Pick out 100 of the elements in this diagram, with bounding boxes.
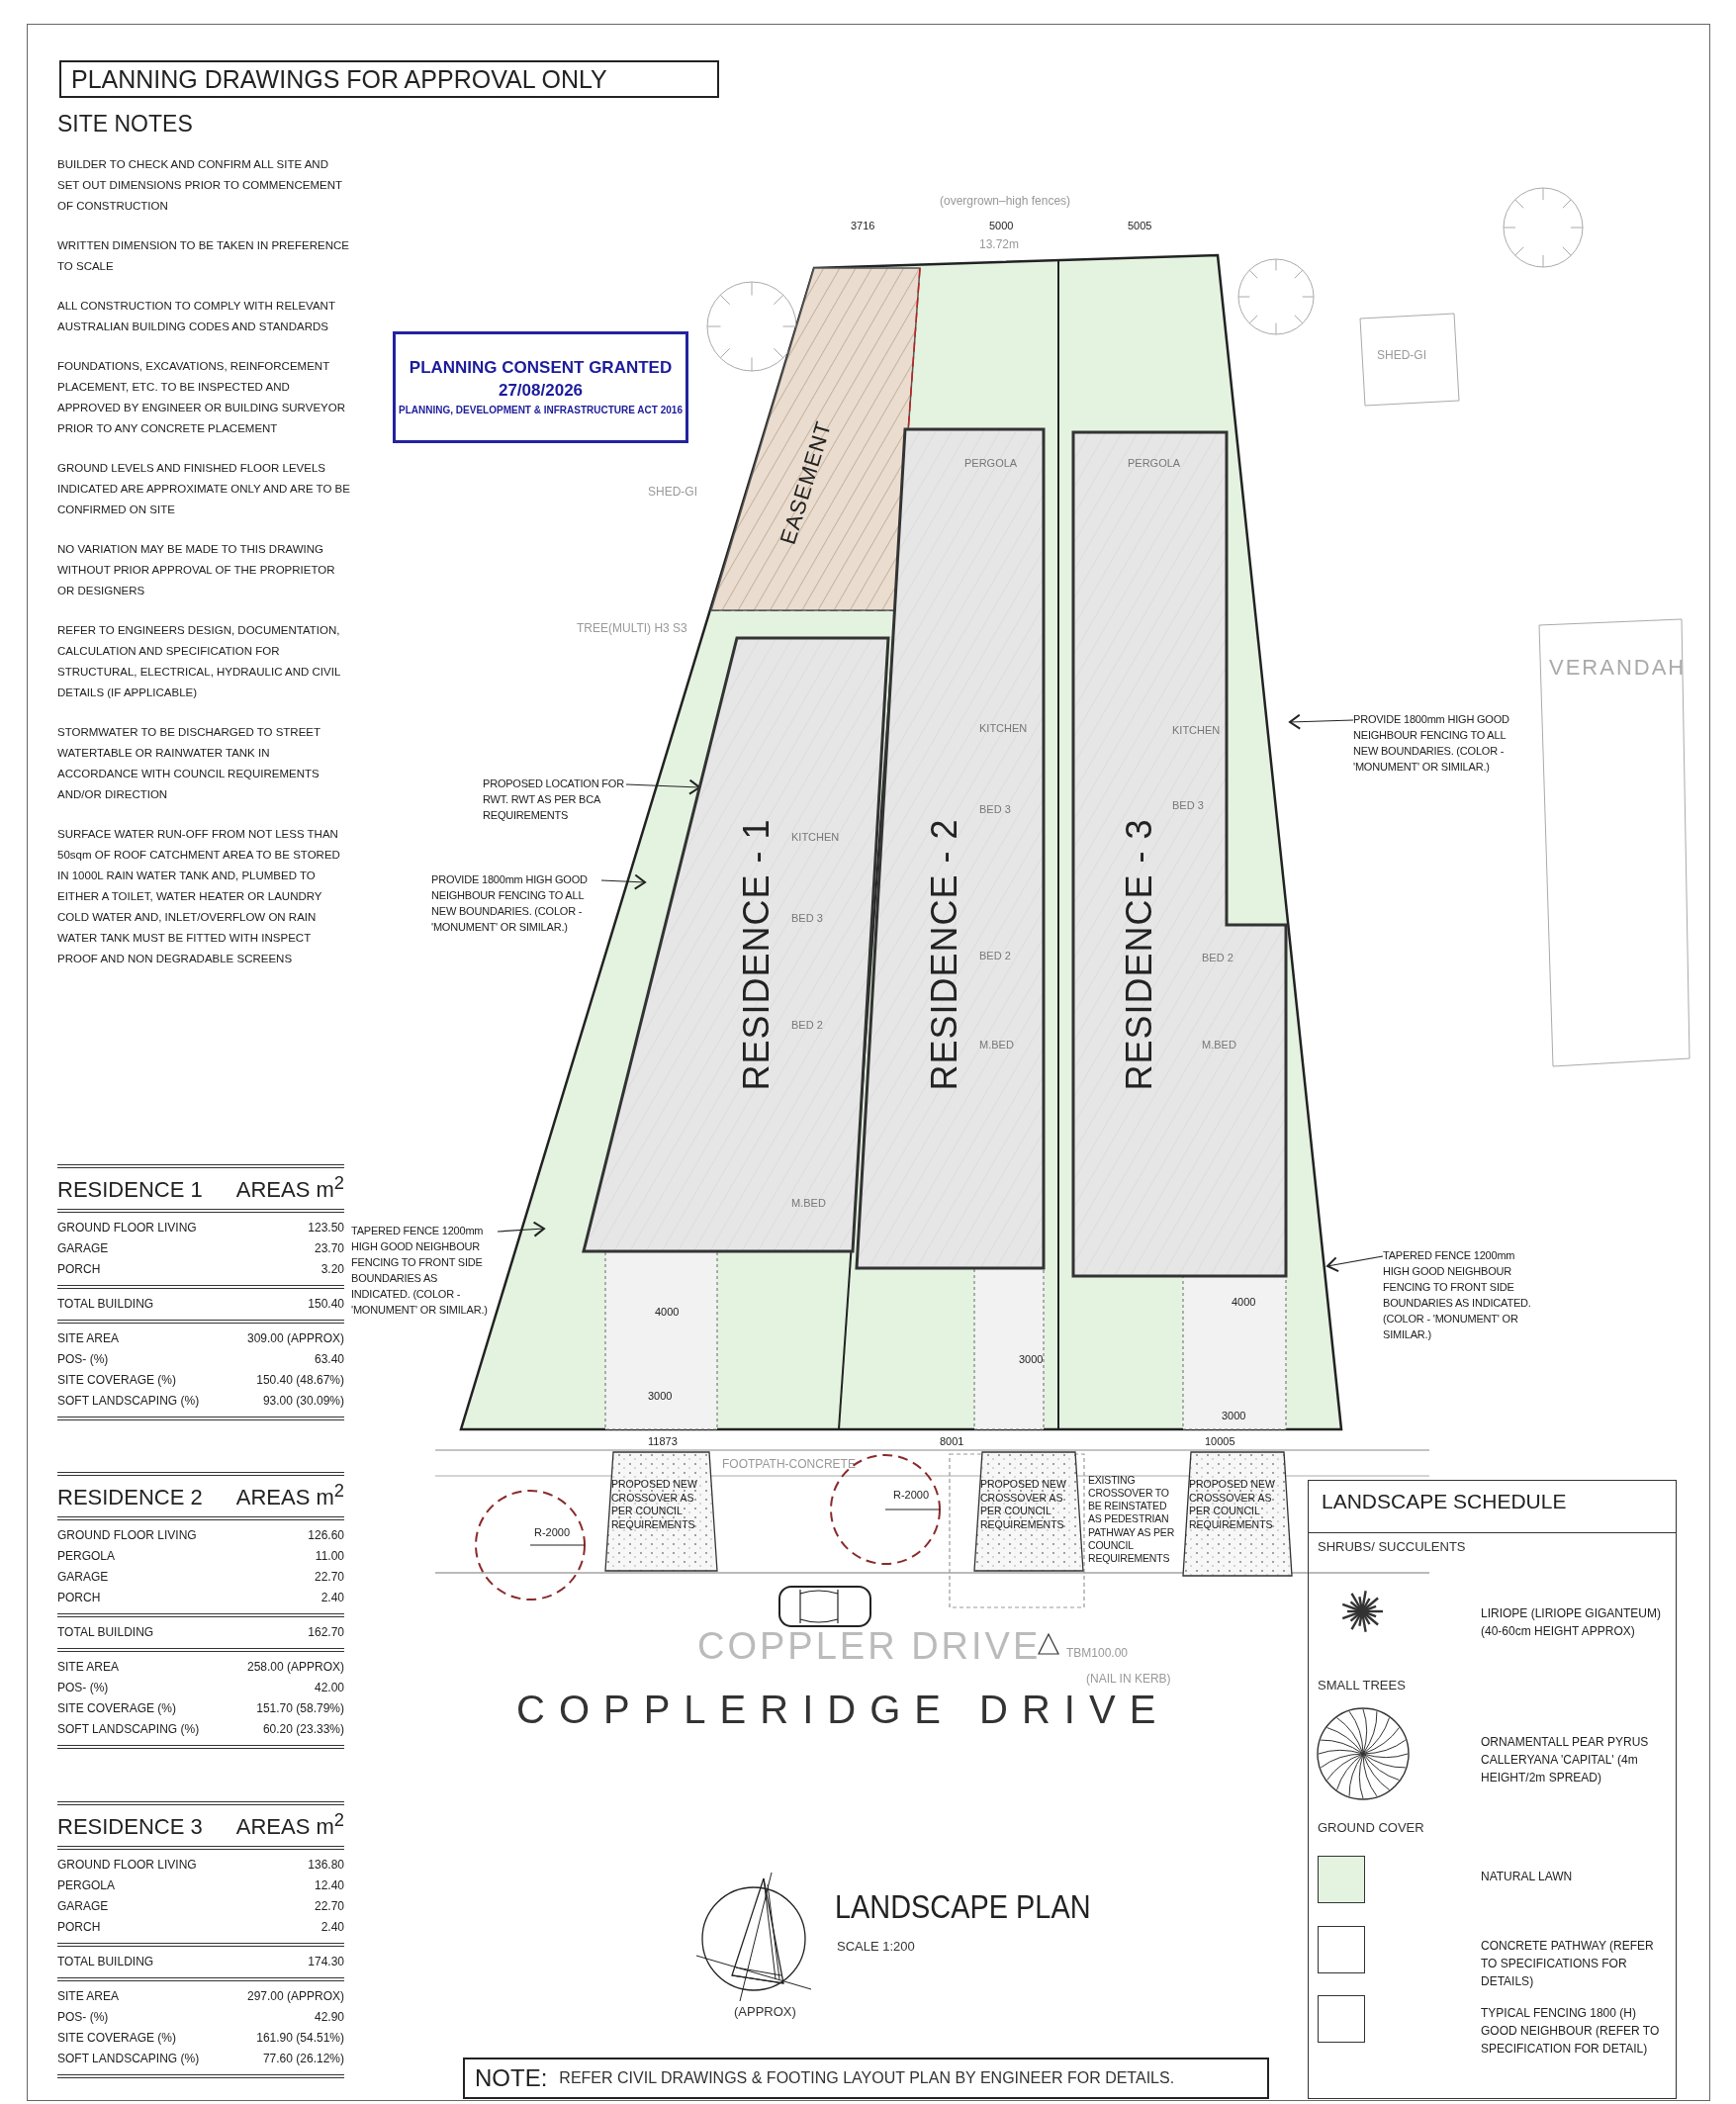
plan-annotation: TBM100.00 — [1066, 1646, 1129, 1660]
stamp-text: 27/08/2026 — [498, 382, 584, 401]
area-name: PERGOLA — [57, 1548, 116, 1566]
room-label: BED 2 — [791, 1019, 823, 1031]
area-name: SITE AREA — [57, 1659, 120, 1677]
room-label: BED 3 — [979, 803, 1011, 815]
title-box: PLANNING DRAWINGS FOR APPROVAL ONLY — [59, 60, 719, 98]
plan-caption: GROUND COVER — [1318, 1820, 1424, 1835]
area-name: POS- (%) — [57, 1351, 109, 1369]
area-name: POS- (%) — [57, 2009, 109, 2027]
dimension-text: 3000 — [648, 1390, 673, 1402]
area-value: 162.70 — [308, 1624, 344, 1642]
note-text: REFER CIVIL DRAWINGS & FOOTING LAYOUT PLAN BY ENGINEER FOR DETAILS. — [559, 2069, 1175, 2087]
table-title: RESIDENCE 1 — [57, 1177, 203, 1204]
area-value: 42.90 — [314, 2009, 344, 2027]
area-value: 42.00 — [314, 1680, 344, 1697]
legend-text: TYPICAL FENCING 1800 (H) GOOD NEIGHBOUR (REFER TO SPECIFICATION FOR DETAIL) — [1481, 2005, 1661, 2058]
area-value: 161.90 (54.51%) — [256, 2030, 344, 2048]
annotation-note: EXISTING CROSSOVER TO BE REINSTATED AS PEDESTRIAN PATHWAY AS PER COUNCIL REQUIREMENTS — [1088, 1474, 1181, 1565]
plan-annotation: TREE(MULTI) H3 S3 — [577, 621, 687, 635]
site-note: SURFACE WATER RUN-OFF FROM NOT LESS THAN 50sqm OF ROOF CATCHMENT AREA TO BE STORED IN 1000L RAIN WATER TANK AND, PLUMBED TO EITHER A TOILET, WATER HEATER OR LAUNDRY COLD WATER AND, INLET/OVERFLOW ON RAIN WATER TANK MUST BE FITTED WITH INSPECT PROOF AND NON DEGRADABLE SCREENS — [57, 827, 341, 966]
area-value: 11.00 — [315, 1548, 344, 1566]
site-note: REFER TO ENGINEERS DESIGN, DOCUMENTATION, CALCULATION AND SPECIFICATION FOR STRUCTURAL, ELECTRICAL, HYDRAULIC AND CIVIL DETAILS (IF APPLICABLE) — [57, 623, 341, 700]
area-value: 77.60 (26.12%) — [262, 2051, 344, 2068]
dimension-text: 5000 — [989, 220, 1014, 231]
leader-arrow — [625, 778, 701, 795]
crossover-note: PROPOSED NEW CROSSOVER AS PER COUNCIL REQUIREMENTS — [1189, 1478, 1276, 1532]
area-name: SOFT LANDSCAPING (%) — [57, 1393, 200, 1411]
room-label: M.BED — [979, 1039, 1014, 1051]
area-name: TOTAL BUILDING — [57, 1624, 154, 1642]
annotation-note: PROVIDE 1800mm HIGH GOOD NEIGHBOUR FENCING TO ALL NEW BOUNDARIES. (COLOR - 'MONUMENT' OR SIMILAR.) — [431, 872, 601, 936]
area-value: 23.70 — [314, 1240, 344, 1258]
plan-annotation: (overgrown–high fences) — [940, 194, 1071, 208]
crossover-note: PROPOSED NEW CROSSOVER AS PER COUNCIL REQUIREMENTS — [980, 1478, 1067, 1532]
legend-text: CONCRETE PATHWAY (REFER TO SPECIFICATIONS FOR DETAILS) — [1481, 1938, 1655, 1990]
area-value: 126.60 — [308, 1527, 344, 1545]
dimension-text: 3716 — [851, 220, 875, 231]
note-label: NOTE: — [475, 2064, 548, 2092]
area-name: PORCH — [57, 1919, 101, 1937]
section-heading: SITE NOTES — [57, 111, 193, 137]
area-name: SITE COVERAGE (%) — [57, 1700, 177, 1718]
area-value: 150.40 — [308, 1296, 344, 1314]
crossover-area — [605, 1452, 717, 1571]
stamp-text: PLANNING CONSENT GRANTED — [409, 359, 673, 378]
area-name: SOFT LANDSCAPING (%) — [57, 1721, 200, 1739]
area-value: 150.40 (48.67%) — [256, 1372, 344, 1390]
residence-label: RESIDENCE - 3 — [1119, 818, 1160, 1091]
dimension-text: 5005 — [1128, 220, 1152, 231]
plan-annotation: 13.72m — [979, 237, 1020, 251]
schedule-title: LANDSCAPE SCHEDULE — [1322, 1490, 1567, 1513]
table-title: RESIDENCE 3 — [57, 1814, 203, 1841]
annotation-note: TAPERED FENCE 1200mm HIGH GOOD NEIGHBOUR FENCING TO FRONT SIDE BOUNDARIES AS INDICATED. (COLOR - 'MONUMENT' OR SIMILAR.) — [1383, 1248, 1543, 1343]
room-label: BED 2 — [1202, 952, 1233, 963]
annotation-note: PROVIDE 1800mm HIGH GOOD NEIGHBOUR FENCING TO ALL NEW BOUNDARIES. (COLOR - 'MONUMENT' OR SIMILAR.) — [1353, 712, 1523, 776]
easement-area — [711, 268, 920, 610]
residence-label: RESIDENCE - 1 — [736, 818, 777, 1091]
site-note: FOUNDATIONS, EXCAVATIONS, REINFORCEMENT PLACEMENT, ETC. TO BE INSPECTED AND APPROVED BY ENGINEER OR BUILDING SURVEYOR PRIOR TO ANY CONCRETE PLACEMENT — [57, 359, 346, 436]
dimension-text: 4000 — [655, 1306, 680, 1318]
dimension-text: 3000 — [1019, 1353, 1044, 1365]
plan-annotation: SHED-GI — [648, 485, 697, 499]
plan-caption: SHRUBS/ SUCCULENTS — [1318, 1539, 1466, 1554]
dimension-text: 3000 — [1222, 1410, 1246, 1421]
site-note: GROUND LEVELS AND FINISHED FLOOR LEVELS INDICATED ARE APPROXIMATE ONLY AND ARE TO BE CONFIRMED ON SITE — [57, 461, 350, 517]
area-name: PORCH — [57, 1590, 101, 1607]
area-name: TOTAL BUILDING — [57, 1954, 154, 1971]
area-value: 136.80 — [308, 1857, 344, 1875]
dimension-text: R-2000 — [534, 1526, 571, 1538]
street-name: COPPLERIDGE DRIVE — [516, 1688, 1170, 1732]
crossover-area — [974, 1452, 1083, 1571]
area-name: GARAGE — [57, 1569, 109, 1587]
area-name: GROUND FLOOR LIVING — [57, 1527, 197, 1545]
area-name: GROUND FLOOR LIVING — [57, 1220, 197, 1237]
residence-label: RESIDENCE - 2 — [924, 818, 965, 1091]
area-value: 3.20 — [320, 1261, 344, 1279]
plan-annotation: (NAIL IN KERB) — [1086, 1672, 1171, 1686]
site-note: BUILDER TO CHECK AND CONFIRM ALL SITE AND SET OUT DIMENSIONS PRIOR TO COMMENCEMENT OF CONSTRUCTION — [57, 157, 343, 214]
legend-text: NATURAL LAWN — [1481, 1869, 1574, 1885]
area-name: SITE AREA — [57, 1330, 120, 1348]
room-label: BED 3 — [1172, 799, 1204, 811]
note-box — [463, 2058, 1269, 2099]
area-value: 309.00 (APPROX) — [246, 1330, 344, 1348]
room-label: BED 2 — [979, 950, 1011, 961]
area-name: GARAGE — [57, 1240, 109, 1258]
dimension-text: R-2000 — [893, 1489, 930, 1501]
plan-caption: SCALE 1:200 — [837, 1939, 915, 1954]
area-name: GARAGE — [57, 1898, 109, 1916]
area-table — [57, 1801, 344, 2079]
leader-arrow — [600, 873, 646, 890]
table-title: AREAS m$^{2}$ — [235, 1172, 344, 1204]
site-note: NO VARIATION MAY BE MADE TO THIS DRAWING WITHOUT PRIOR APPROVAL OF THE PROPRIETOR OR DESIGNERS — [57, 542, 336, 598]
area-name: PERGOLA — [57, 1877, 116, 1895]
area-name: POS- (%) — [57, 1680, 109, 1697]
area-value: 22.70 — [314, 1898, 344, 1916]
area-value: 2.40 — [320, 1919, 344, 1937]
area-value: 12.40 — [314, 1877, 344, 1895]
area-value: 2.40 — [320, 1590, 344, 1607]
leader-arrow — [1289, 713, 1354, 730]
area-value: 60.20 (23.33%) — [262, 1721, 344, 1739]
street-name-faint: COPPLER DRIVE — [697, 1625, 1042, 1668]
area-value: 63.40 — [314, 1351, 344, 1369]
